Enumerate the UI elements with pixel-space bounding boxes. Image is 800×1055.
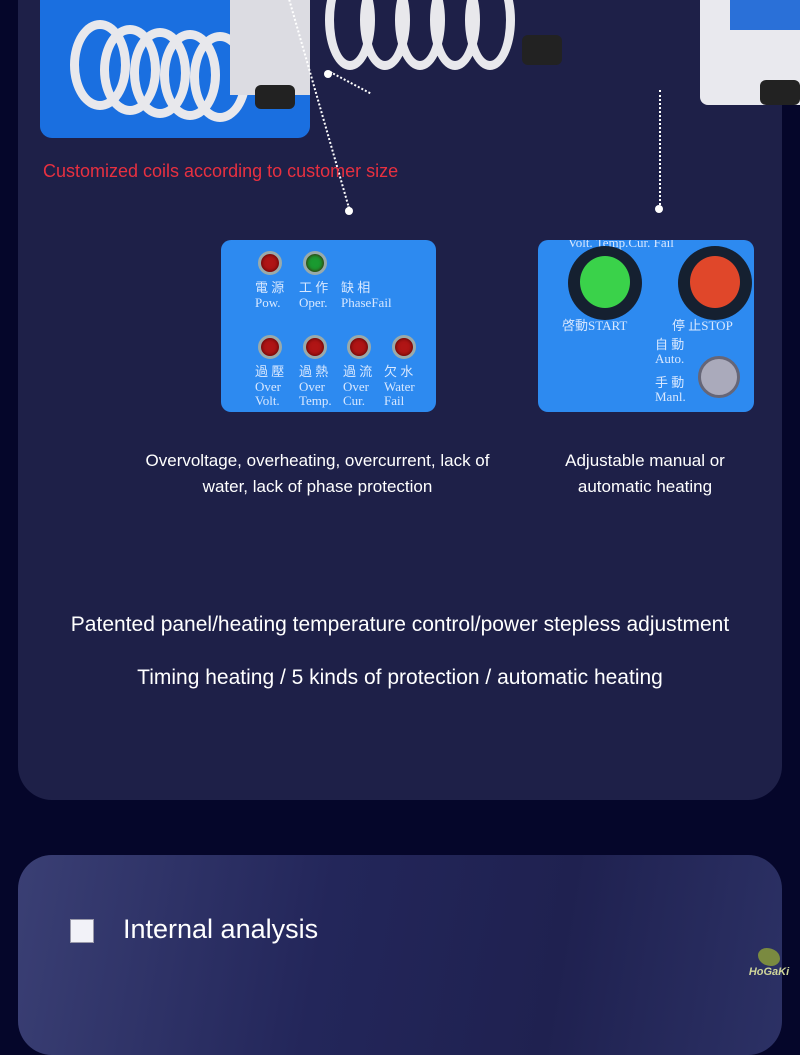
panel-top-text: Volt. Temp.Cur. Fail	[568, 240, 674, 250]
label-cn: 缺 相	[341, 280, 371, 295]
stop-button	[678, 246, 752, 320]
label-over-cur: Over Cur.	[343, 379, 369, 408]
label-cn: 電 源	[255, 280, 285, 295]
callout-dot	[324, 70, 332, 78]
feature-line-2: Timing heating / 5 kinds of protection /…	[137, 666, 663, 689]
toggle-switch	[698, 356, 740, 398]
label-oper: Oper.	[299, 295, 328, 310]
internal-analysis-card	[18, 855, 782, 1055]
callout-dot	[345, 207, 353, 215]
label-cn: 欠 水	[384, 364, 414, 379]
indicator-panel: 電 源 Pow. 工 作 Oper. 缺 相 PhaseFail 過 壓 Ove…	[221, 240, 436, 412]
auto-label: 自 動 Auto.	[655, 337, 685, 366]
coil-caption: Customized coils according to customer s…	[43, 161, 399, 181]
start-button	[568, 246, 642, 320]
label-phase-fail: PhaseFail	[341, 295, 392, 310]
label-over-temp: Over Temp.	[299, 379, 332, 408]
protection-description: Overvoltage, overheating, overcurrent, l…	[145, 451, 490, 496]
manual-label: 手 動 Manl.	[655, 375, 686, 404]
coil-machine-photo	[325, 0, 525, 85]
power-led	[258, 251, 282, 275]
watermark-logo: HoGaKi	[740, 948, 798, 988]
machine-foot	[522, 35, 562, 65]
label-water-fail: Water Fail	[384, 379, 415, 408]
callout-dot	[655, 205, 663, 213]
water-fail-led	[392, 335, 416, 359]
callout-line	[659, 90, 661, 205]
feature-line-1: Patented panel/heating temperature contr…	[70, 613, 730, 636]
section-title: Internal analysis	[123, 914, 319, 944]
label-cn: 工 作	[299, 280, 329, 295]
over-cur-led	[347, 335, 371, 359]
over-volt-led	[258, 335, 282, 359]
machine-body-photo	[700, 0, 800, 105]
square-bullet-icon	[70, 919, 94, 943]
heating-description: Adjustable manual or automatic heating	[565, 451, 725, 496]
label-cn: 過 流	[343, 364, 373, 379]
over-temp-led	[303, 335, 327, 359]
control-panel: Volt. Temp.Cur. Fail 啓動START 停 止STOP 自 動…	[538, 240, 754, 412]
start-label: 啓動START	[562, 318, 628, 333]
label-cn: 過 壓	[255, 364, 285, 379]
label-pow: Pow.	[255, 295, 281, 310]
label-over-volt: Over Volt.	[255, 379, 281, 408]
coil-photo	[40, 0, 310, 138]
operation-led	[303, 251, 327, 275]
label-cn: 過 熱	[299, 364, 329, 379]
stop-label: 停 止STOP	[672, 318, 733, 333]
